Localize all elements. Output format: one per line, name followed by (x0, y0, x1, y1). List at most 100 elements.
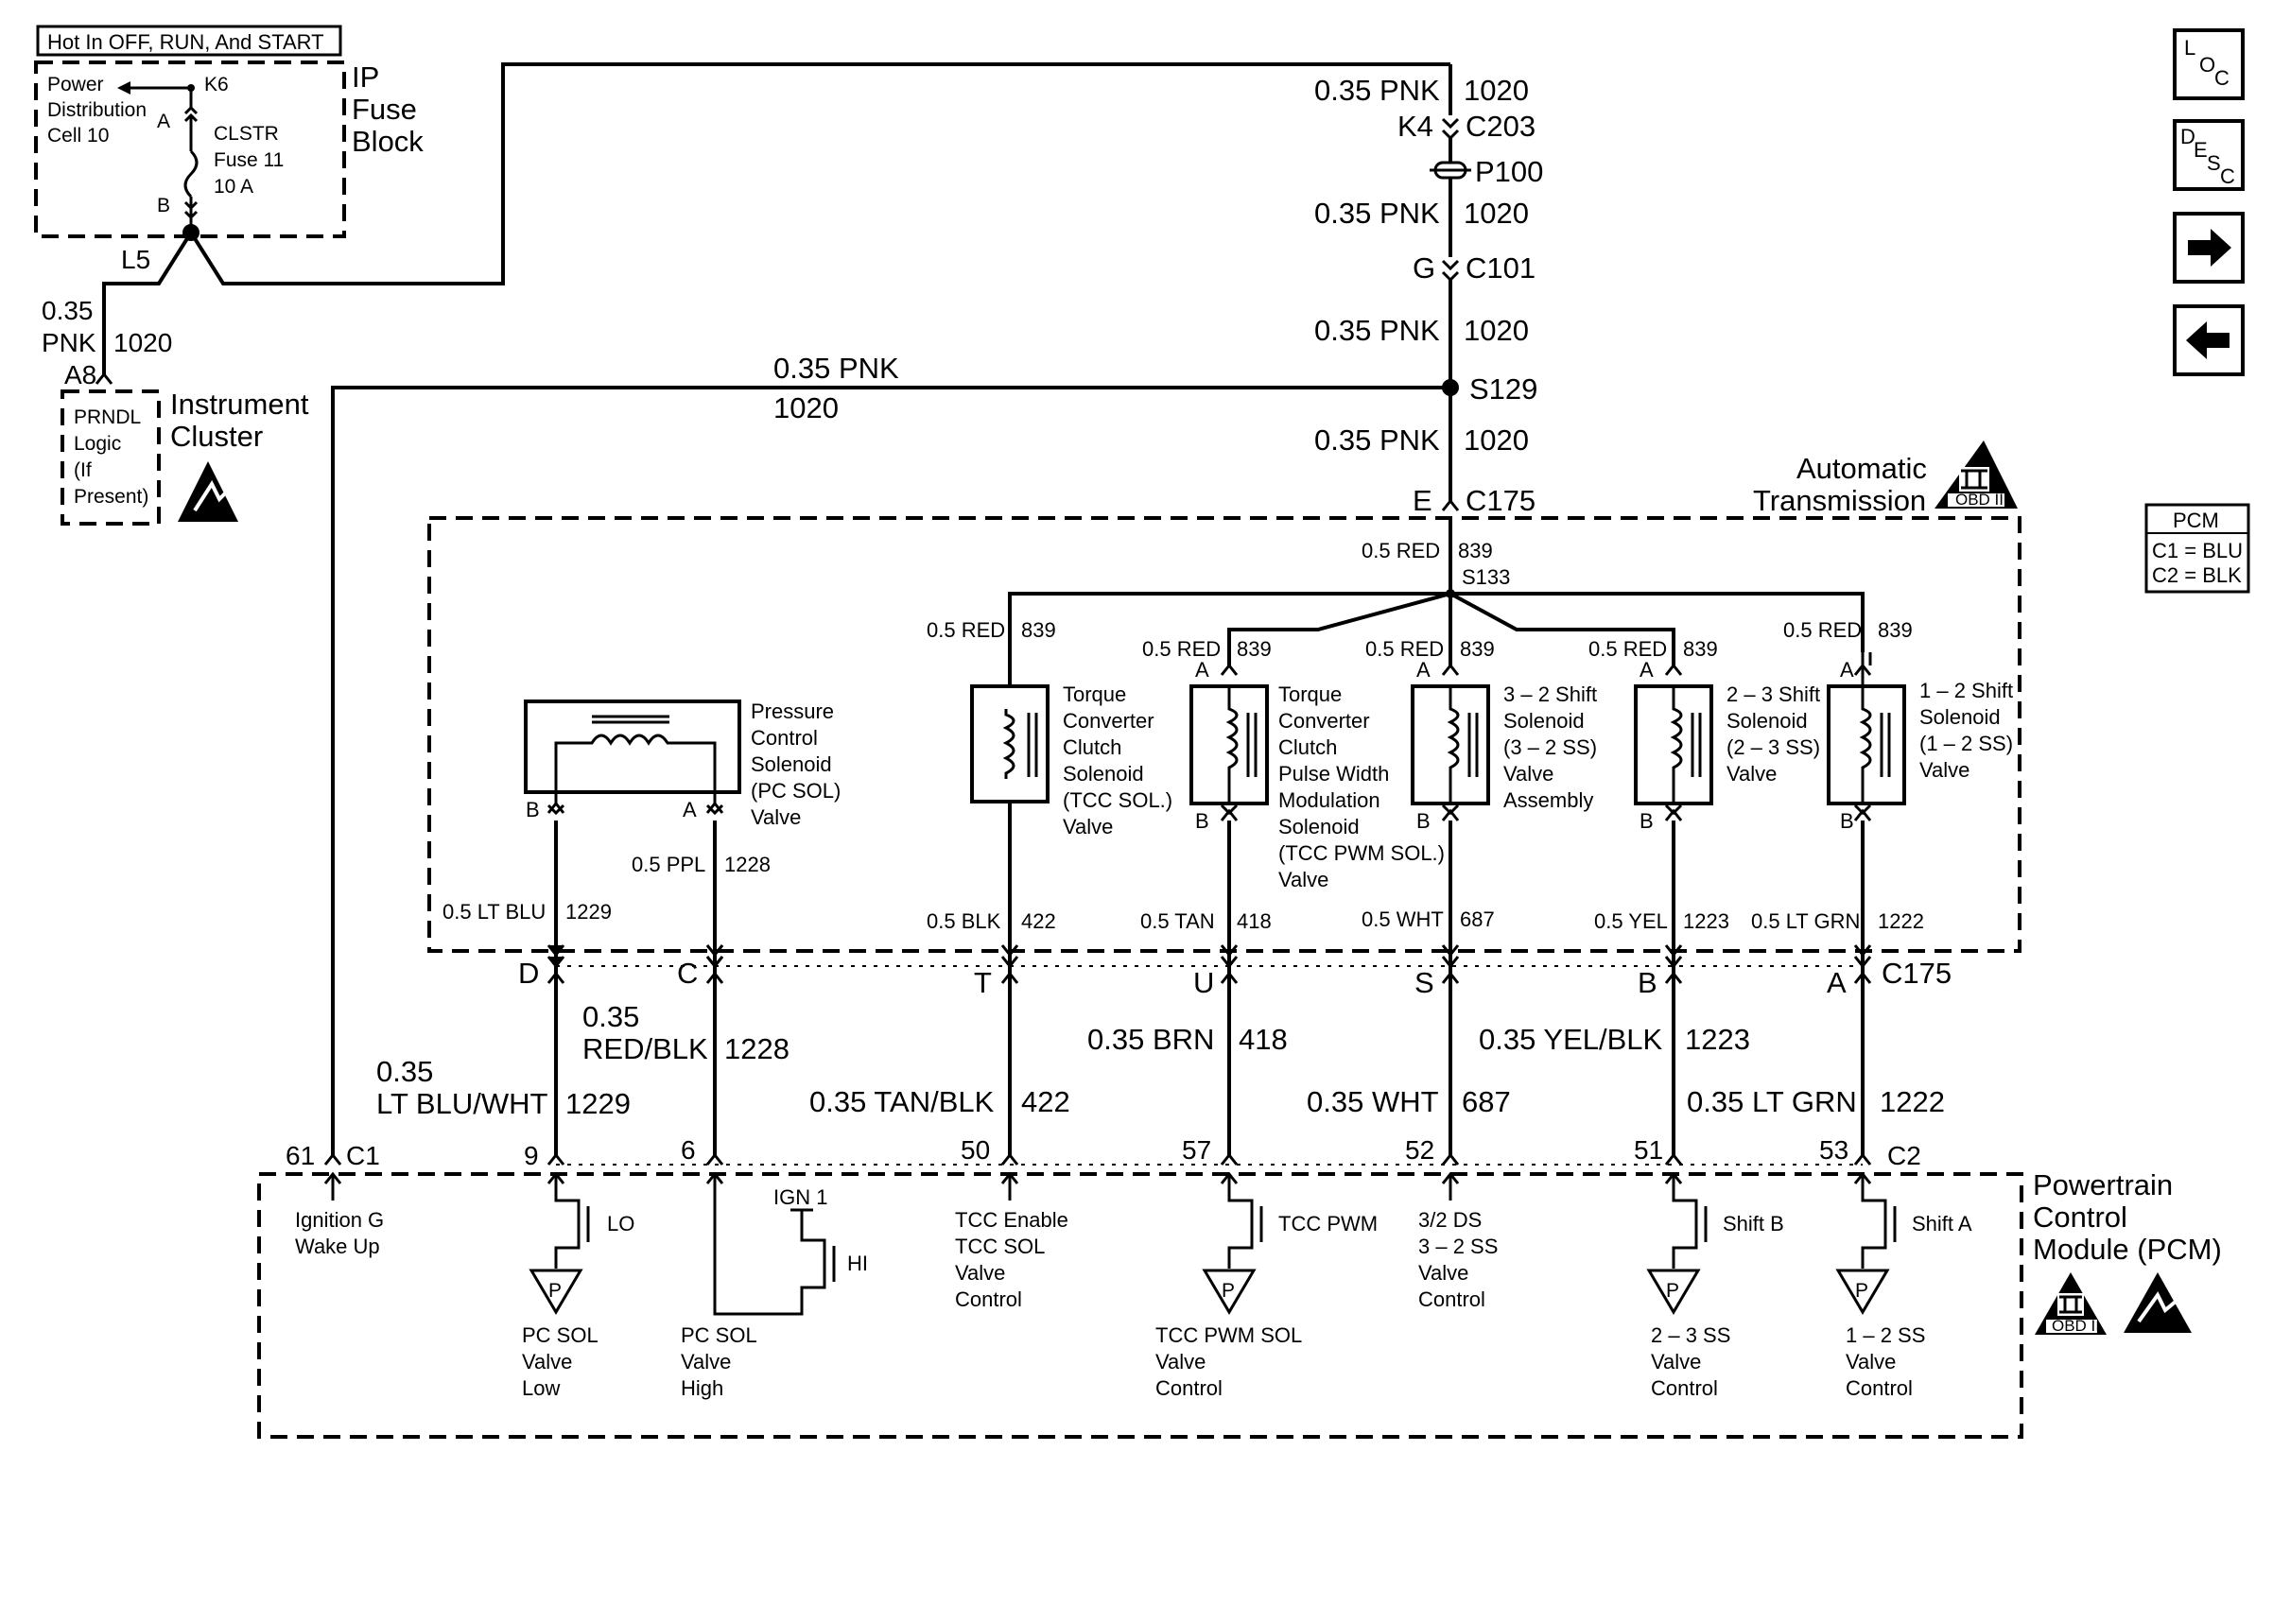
ss32-l3: (3 – 2 SS) (1503, 735, 1597, 759)
pc-sol-l5: Valve (751, 805, 801, 829)
tcc-pwm-l3: Clutch (1278, 735, 1337, 759)
feed-circuit: 839 (1458, 539, 1493, 562)
pin-l5: L5 (121, 245, 150, 274)
ss32-coil (1447, 686, 1460, 803)
desc-button[interactable]: D E S C (2173, 119, 2245, 191)
driver-pwm-p: P (1222, 1280, 1235, 1302)
tcc-sol-out-wire: 0.5 BLK (927, 909, 1001, 933)
w-tanblk-circuit: 422 (1021, 1085, 1070, 1118)
cluster-pin-arrow (95, 371, 113, 385)
prndl-box (61, 389, 161, 526)
tcc-sol-l5: (TCC SOL.) (1063, 788, 1172, 812)
pcm-pin-52: 52 (1405, 1135, 1434, 1165)
svg-text:OBD II: OBD II (2052, 1317, 2100, 1335)
tcc-sol-l6: Valve (1063, 815, 1113, 838)
tcc-pwm-l7: (TCC PWM SOL.) (1278, 841, 1445, 865)
driver-hi (705, 1171, 836, 1316)
cluster-circuit: 1020 (113, 328, 172, 357)
svg-text:OBD II: OBD II (1955, 491, 2004, 509)
w-redblk-color: RED/BLK (582, 1032, 708, 1065)
main-w4: 0.35 PNK (1314, 423, 1440, 457)
w-brn-circuit: 418 (1239, 1023, 1288, 1056)
ss32-feed-circuit: 839 (1460, 637, 1495, 661)
cluster-wire-size: 0.35 (42, 296, 94, 325)
ss23-out-wire: 0.5 YEL (1594, 909, 1668, 933)
w-wht-label: 0.35 WHT (1307, 1085, 1439, 1118)
main-c3: 1020 (1464, 314, 1529, 347)
tcc-pwm-feed-wire: 0.5 RED (1142, 637, 1221, 661)
prndl-2: Logic (74, 433, 121, 455)
conn-p100: P100 (1475, 155, 1543, 188)
branch-wire: 0.35 PNK (773, 352, 899, 385)
ss32-l5: Assembly (1503, 788, 1593, 812)
ds-arrow (1441, 1171, 1460, 1201)
feed-wire: 0.5 RED (1362, 539, 1440, 562)
ss12-coil (1859, 652, 1872, 803)
ds-l3: Valve (1418, 1261, 1468, 1285)
ss23-l4: Valve (1726, 762, 1777, 786)
pc-high-l3: High (681, 1376, 723, 1400)
fuse-block-title-1: IP (352, 60, 379, 94)
tcc-pwm-l2: Converter (1278, 709, 1370, 733)
ss32-pin-a: A (1416, 658, 1431, 682)
w-wht-circuit: 687 (1462, 1085, 1511, 1118)
ss23-l3: (2 – 3 SS) (1726, 735, 1820, 759)
trans-title-2: Transmission (1753, 484, 1926, 517)
tcc-enable-arrow (1000, 1171, 1019, 1201)
ss23-pin-a: A (1640, 658, 1654, 682)
conn-c175-top: C175 (1466, 484, 1536, 517)
ss12-l3: (1 – 2 SS) (1919, 732, 2013, 755)
next-arrow-button[interactable] (2173, 212, 2245, 284)
ss23-ctrl-l2: Valve (1651, 1350, 1701, 1373)
fuse-label-3: 10 A (214, 176, 253, 198)
pcm-obd-ii-icon: OBD II (2035, 1272, 2107, 1335)
desc-e: E (2194, 138, 2208, 162)
pc-sol-a-circuit: 1228 (724, 853, 771, 876)
loc-button[interactable]: L O C (2173, 28, 2245, 100)
w-tanblk-label: 0.35 TAN/BLK (809, 1085, 995, 1118)
ss12-l2: Solenoid (1919, 705, 2001, 729)
main-c4: 1020 (1464, 423, 1529, 457)
ds-l2: 3 – 2 SS (1418, 1235, 1498, 1258)
pin-k4: K4 (1397, 110, 1433, 143)
ss23-feed-circuit: 839 (1683, 637, 1718, 661)
tcc-sol-l4: Solenoid (1063, 762, 1144, 786)
tcc-sol-feed-wire: 0.5 RED (927, 618, 1005, 642)
pcm-legend-box (2144, 503, 2250, 594)
ss23-feed-wire: 0.5 RED (1588, 637, 1667, 661)
c175-label: C175 (1882, 957, 1952, 990)
pc-low-l2: Valve (522, 1350, 572, 1373)
w-brn-label: 0.35 BRN (1087, 1023, 1214, 1056)
cluster-pin: A8 (64, 360, 96, 389)
ign-l1: Ignition G (295, 1208, 384, 1232)
main-c1: 1020 (1464, 74, 1529, 107)
left-arrow-icon (2186, 321, 2230, 359)
hot-label: Hot In OFF, RUN, And START (47, 30, 324, 54)
tcc-sol-coil (1002, 709, 1015, 779)
tcc-sol-l3: Clutch (1063, 735, 1121, 759)
pc-low-l1: PC SOL (522, 1323, 599, 1347)
obd-ii-icon: OBD II (1935, 441, 2018, 509)
wire-839-ss23 (1449, 592, 1675, 665)
tcc-sol-out-circuit: 422 (1021, 909, 1056, 933)
pcm-esd-icon (2124, 1272, 2192, 1333)
ss32-out-circuit: 687 (1460, 907, 1495, 931)
ss32-l4: Valve (1503, 762, 1553, 786)
wire-839-ss12 (1450, 592, 1865, 652)
power-dist-2: Distribution (47, 99, 147, 121)
tcc-pwm-l4: Pulse Width (1278, 762, 1389, 786)
pc-high-l2: Valve (681, 1350, 731, 1373)
c175-pin-a: A (1827, 966, 1847, 999)
hot-label-box (36, 25, 342, 57)
ss12-pin-b: B (1840, 809, 1854, 833)
pcm-pin-50: 50 (961, 1135, 990, 1165)
pc-high-l1: PC SOL (681, 1323, 757, 1347)
c175-e-arrow (1441, 498, 1460, 511)
prev-arrow-button[interactable] (2173, 304, 2245, 376)
ss12-core (1880, 713, 1891, 777)
driver-lo (529, 1171, 590, 1315)
loc-c: C (2214, 66, 2230, 90)
driver-shift-a-p: P (1855, 1280, 1868, 1302)
pc-sol-l2: Control (751, 726, 818, 750)
pin-b: B (157, 195, 170, 216)
